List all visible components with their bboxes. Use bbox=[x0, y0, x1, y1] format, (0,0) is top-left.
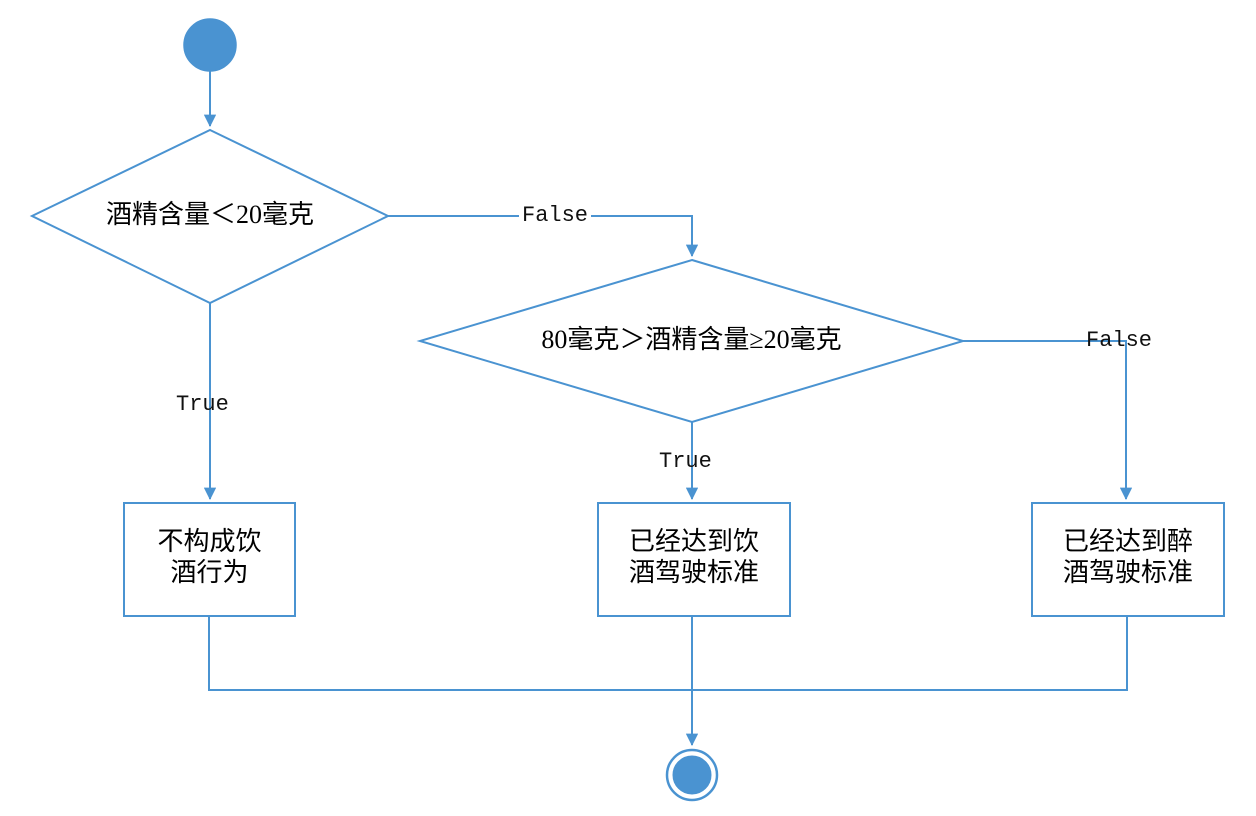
edge-label-decision-1-false: False bbox=[519, 203, 592, 228]
result-box-2[interactable] bbox=[597, 502, 791, 617]
result-box-1[interactable] bbox=[123, 502, 296, 617]
edge-label-decision-2-false: False bbox=[1086, 328, 1153, 353]
decision-node-1[interactable] bbox=[29, 128, 391, 305]
decision-node-2[interactable] bbox=[416, 258, 967, 424]
edge-result-3-to-end bbox=[692, 616, 1128, 691]
start-node[interactable] bbox=[183, 18, 237, 72]
end-node[interactable] bbox=[672, 755, 712, 795]
edge-label-decision-2-true: True bbox=[659, 449, 712, 474]
edge-decision-1-false bbox=[388, 215, 699, 257]
edge-label-decision-1-true: True bbox=[176, 392, 229, 417]
edge-result-1-to-end bbox=[208, 616, 692, 691]
result-box-3[interactable] bbox=[1031, 502, 1225, 617]
edge-decision-2-false bbox=[963, 340, 1133, 500]
